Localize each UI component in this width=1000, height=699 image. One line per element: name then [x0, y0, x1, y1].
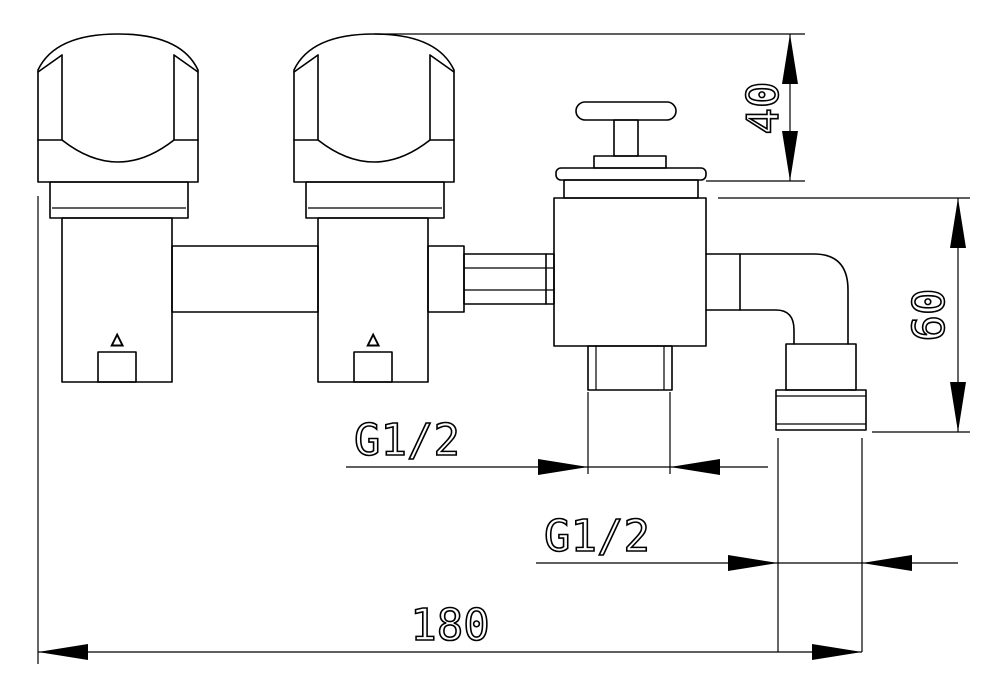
right-valve: △ — [293, 33, 455, 383]
dimension-label-g12-outlet: G1/2 — [354, 415, 460, 466]
diverter — [553, 101, 707, 391]
spout — [705, 253, 867, 431]
valve-handle-icon — [37, 33, 199, 183]
dimension-thread-spout: G1/2 — [536, 438, 958, 652]
dimension-label-180: 180 — [410, 600, 489, 651]
dimension-height-top: 40 — [374, 33, 805, 182]
connecting-pipe — [171, 245, 319, 313]
dimension-thread-outlet: G1/2 — [346, 392, 768, 475]
left-valve-mark: △ — [111, 329, 124, 348]
dimension-label-60: 60 — [904, 289, 955, 342]
left-valve: △ — [37, 33, 199, 383]
dimension-overall-width: 180 — [37, 196, 862, 664]
dimension-label-40: 40 — [738, 82, 789, 135]
diverter-knob-icon — [555, 101, 707, 199]
valve-handle-icon — [293, 33, 455, 183]
union-nut — [427, 245, 555, 313]
dimension-height-right: 60 — [718, 197, 970, 433]
dimension-label-g12-spout: G1/2 — [544, 511, 650, 562]
right-valve-mark: △ — [367, 329, 380, 348]
